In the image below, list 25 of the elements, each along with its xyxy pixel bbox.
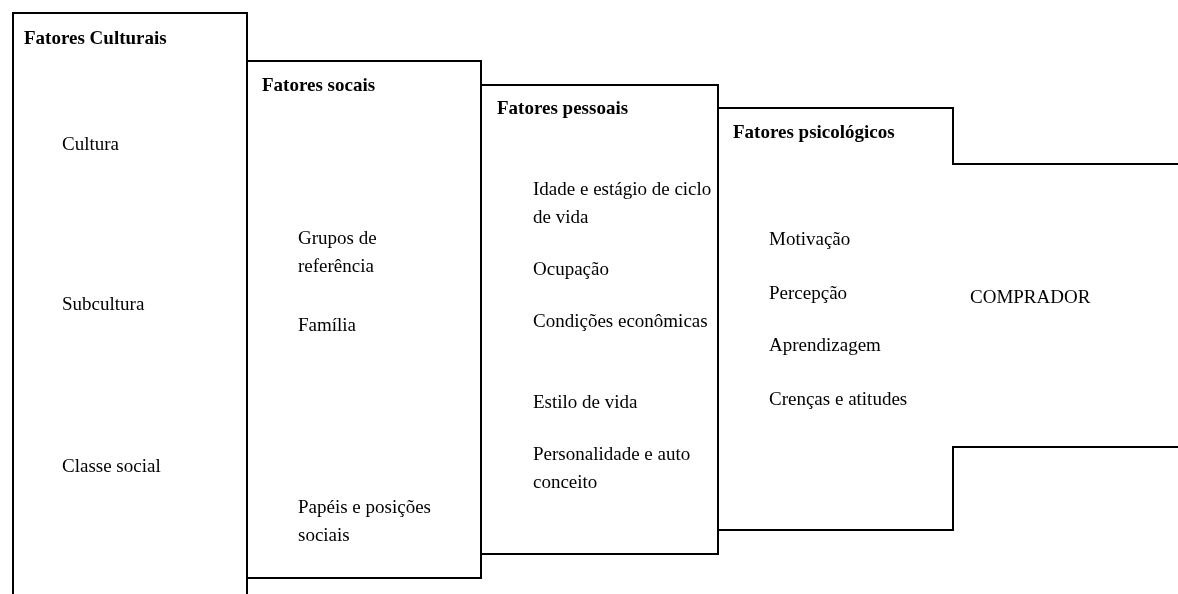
factor-panel bbox=[717, 107, 954, 531]
buyer-band bbox=[952, 163, 1178, 448]
factor-label: Condições econômicas bbox=[533, 309, 709, 333]
factor-label: Motivação bbox=[769, 227, 852, 251]
factor-label: Percepção bbox=[769, 281, 849, 305]
factor-label: Idade e estágio de ciclo de vida bbox=[533, 177, 713, 229]
factor-label: Cultura bbox=[62, 132, 120, 156]
factor-label: Crenças e atitudes bbox=[769, 387, 909, 411]
panel-heading: Fatores psicológicos bbox=[733, 120, 896, 144]
factor-label: Classe social bbox=[62, 454, 162, 478]
factor-label: Grupos de referência bbox=[298, 226, 378, 278]
factor-label: Papéis e posições sociais bbox=[298, 495, 432, 547]
factor-panel bbox=[12, 12, 248, 594]
factor-label: Aprendizagem bbox=[769, 333, 882, 357]
factor-panel bbox=[246, 60, 482, 579]
panel-heading: Fatores socais bbox=[262, 73, 377, 97]
buyer-label: COMPRADOR bbox=[970, 285, 1092, 309]
factor-label: Ocupação bbox=[533, 257, 610, 281]
factor-label: Família bbox=[298, 313, 358, 337]
factor-panel bbox=[480, 84, 719, 555]
panel-heading: Fatores Culturais bbox=[24, 26, 168, 50]
panel-heading: Fatores pessoais bbox=[497, 96, 630, 120]
factor-label: Estilo de vida bbox=[533, 390, 639, 414]
factor-label: Subcultura bbox=[62, 292, 146, 316]
factor-label: Personalidade e auto conceito bbox=[533, 442, 692, 494]
